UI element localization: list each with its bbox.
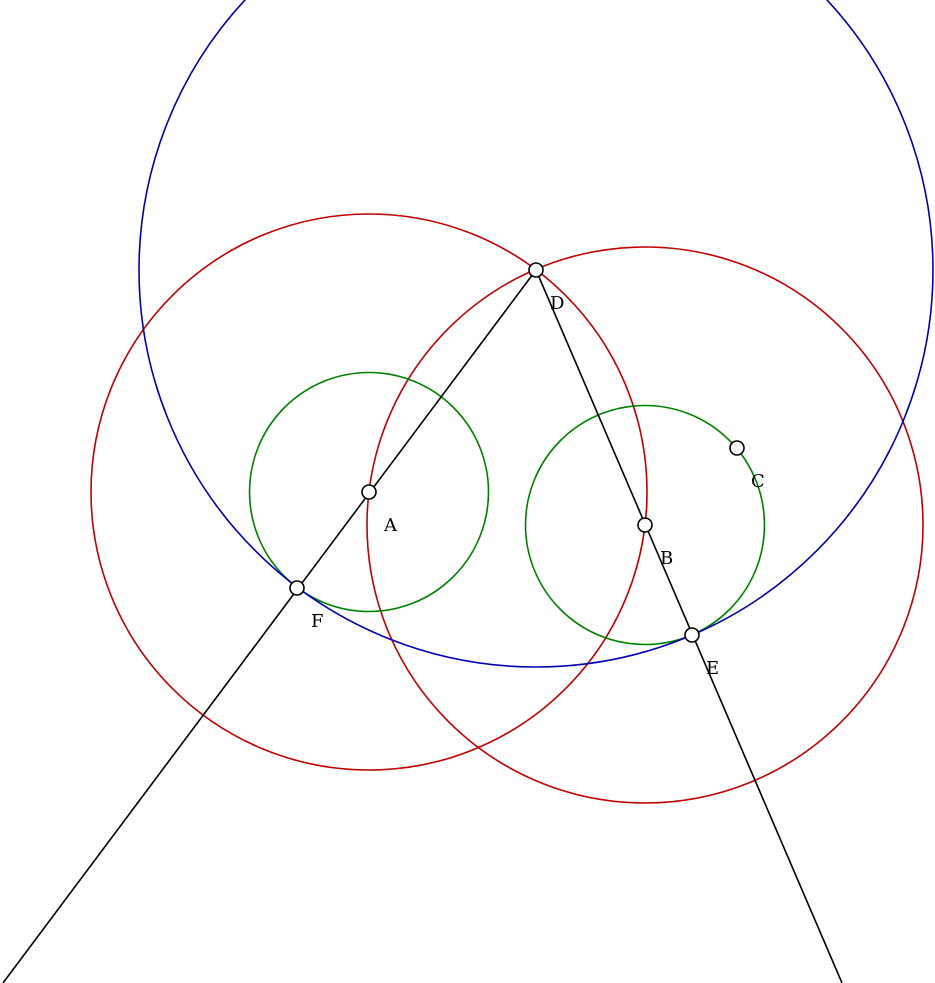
point-d[interactable]: [528, 262, 544, 278]
label-b: B: [660, 548, 673, 569]
green-circle-b: [524, 404, 766, 646]
circles-layer: [90, 0, 934, 804]
label-e: E: [706, 658, 719, 679]
labels-layer: A B C D E F: [311, 293, 765, 679]
point-b[interactable]: [637, 517, 653, 533]
point-e[interactable]: [684, 627, 700, 643]
label-f: F: [311, 611, 324, 632]
red-circle-b: [366, 246, 924, 804]
green-circle-a: [248, 371, 490, 613]
label-a: A: [383, 515, 398, 536]
point-f[interactable]: [289, 580, 305, 596]
ray-d-through-e: [535, 269, 843, 983]
blue-circle-d: [138, 0, 934, 668]
point-a[interactable]: [361, 484, 377, 500]
lines-layer: [2, 269, 843, 983]
red-circle-a: [90, 213, 648, 771]
points-layer: [289, 262, 745, 643]
label-d: D: [550, 293, 564, 314]
point-c[interactable]: [729, 440, 745, 456]
label-c: C: [751, 471, 765, 492]
ray-d-through-f: [2, 269, 537, 983]
